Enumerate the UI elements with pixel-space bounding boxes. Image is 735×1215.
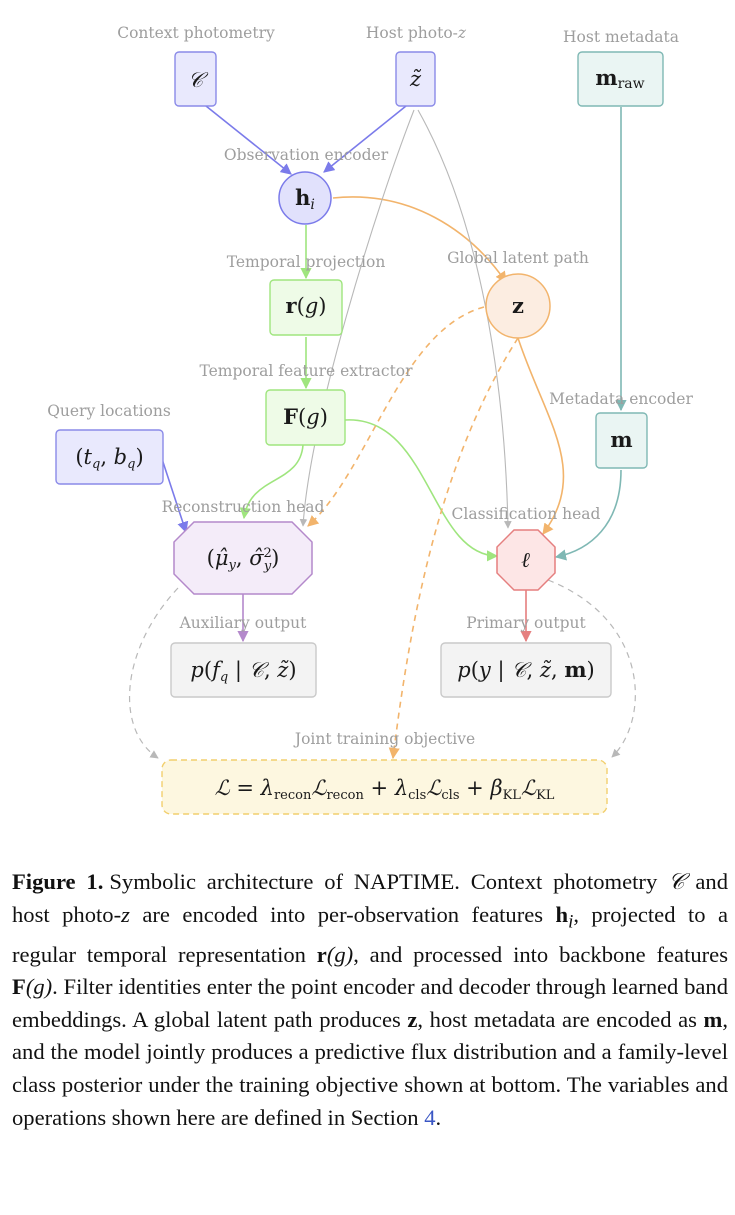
edge-m-to-ell: [554, 469, 622, 561]
caption-math: m: [703, 1006, 723, 1032]
label-host-metadata: Host metadata: [563, 28, 679, 46]
caption-text: , and processed into backbone features: [353, 941, 728, 967]
label-host-photoz: Host photo-z: [366, 24, 467, 42]
label-observation-encoder: Observation encoder: [224, 146, 389, 164]
architecture-diagram: 𝒞 z̃ mraw hi r(g) z F(g) (tq, bq) m (μ̂y…: [47, 24, 693, 815]
label-joint-training-objective: Joint training objective: [293, 730, 475, 748]
caption-math: z: [121, 901, 130, 927]
caption-math: z: [407, 1006, 418, 1032]
section-link[interactable]: 4: [424, 1104, 436, 1130]
caption-text: , projected to a regular temporal repres…: [12, 901, 729, 967]
caption-math: i: [568, 911, 574, 933]
edge-query-to-recon: [161, 458, 189, 534]
caption-math: 𝒞: [668, 869, 685, 894]
caption-text: , host metadata are encoded as: [417, 1006, 704, 1032]
label-auxiliary-output: Auxiliary output: [179, 614, 308, 632]
node-F-symbol: F(g): [283, 404, 328, 429]
node-aux: p(fq | 𝒞, z̃): [170, 642, 317, 698]
node-aux-symbol: p(fq | 𝒞, z̃): [190, 658, 296, 685]
label-query-locations: Query locations: [47, 402, 171, 420]
node-h-symbol: hi: [295, 185, 315, 213]
caption-math: F: [12, 974, 26, 1000]
node-r-symbol: r(g): [286, 293, 327, 318]
caption-figure-label: Figure 1.: [12, 869, 104, 894]
node-ell-symbol: ℓ: [522, 547, 531, 572]
labels: Context photometry Host photo-z Host met…: [47, 24, 693, 748]
edge-z-to-recon-dashed: [307, 306, 485, 527]
label-context-photometry: Context photometry: [117, 24, 275, 42]
edge-z-to-ell: [517, 337, 565, 535]
node-ell: ℓ: [496, 529, 556, 591]
label-primary-output: Primary output: [466, 614, 586, 632]
node-primary: p(y | 𝒞, z̃, m): [440, 642, 612, 698]
edge-photoz-to-ell-gray: [417, 109, 512, 529]
edge-h-to-z: [332, 196, 507, 283]
edge-context-to-h: [205, 105, 292, 175]
edge-photoz-to-recon-gray: [299, 109, 415, 527]
label-classification-head: Classification head: [452, 505, 601, 523]
edge-ell-to-loss-dashed: [547, 579, 636, 758]
edge-F-to-ell: [344, 419, 499, 562]
edge-recon-to-loss-dashed: [129, 587, 179, 759]
caption-math: (g): [326, 941, 354, 967]
node-photoz-symbol: z̃: [409, 67, 422, 91]
loss-equation: ℒ = λreconℒrecon + λclsℒcls + βKLℒKL: [215, 776, 555, 803]
label-metadata-encoder: Metadata encoder: [549, 390, 693, 408]
caption-math: h: [555, 901, 569, 927]
node-z: z: [485, 273, 551, 339]
node-primary-symbol: p(y | 𝒞, z̃, m): [457, 657, 595, 683]
edges: [129, 105, 636, 760]
caption-text: Symbolic architecture of NAPTIME. Contex…: [109, 869, 669, 894]
node-photoz: z̃: [395, 51, 436, 107]
node-F: F(g): [265, 389, 346, 446]
caption-text: , and the model jointly produces a predi…: [12, 1006, 728, 1130]
node-context: 𝒞: [174, 51, 217, 107]
node-loss: ℒ = λreconℒrecon + λclsℒcls + βKLℒKL: [161, 759, 608, 815]
label-temporal-feature-extractor: Temporal feature extractor: [199, 362, 413, 380]
caption-math: (g): [25, 974, 53, 1000]
node-r: r(g): [269, 279, 343, 336]
node-m: m: [595, 412, 648, 469]
caption-math: r: [316, 941, 327, 967]
figure-caption: Figure 1.Symbolic architecture of NAPTIM…: [12, 866, 728, 1134]
caption-text: and host photo-: [12, 869, 728, 927]
edge-photoz-to-h: [323, 105, 407, 173]
node-mraw: mraw: [577, 51, 664, 107]
edge-F-to-recon: [239, 444, 304, 520]
node-z-symbol: z: [512, 293, 524, 318]
node-query: (tq, bq): [55, 429, 164, 485]
node-h: hi: [278, 171, 332, 225]
node-mraw-symbol: mraw: [595, 65, 644, 92]
node-query-symbol: (tq, bq): [75, 445, 143, 472]
caption-text: . Filter identities enter the point enco…: [12, 974, 728, 1032]
caption-text: are encoded into per-observation feature…: [129, 901, 556, 927]
caption-text: .: [435, 1104, 442, 1130]
label-temporal-projection: Temporal projection: [227, 253, 386, 271]
node-m-symbol: m: [610, 427, 632, 452]
edge-z-to-loss-dashed: [388, 337, 519, 760]
label-reconstruction-head: Reconstruction head: [162, 498, 325, 516]
label-global-latent-path: Global latent path: [447, 249, 589, 267]
